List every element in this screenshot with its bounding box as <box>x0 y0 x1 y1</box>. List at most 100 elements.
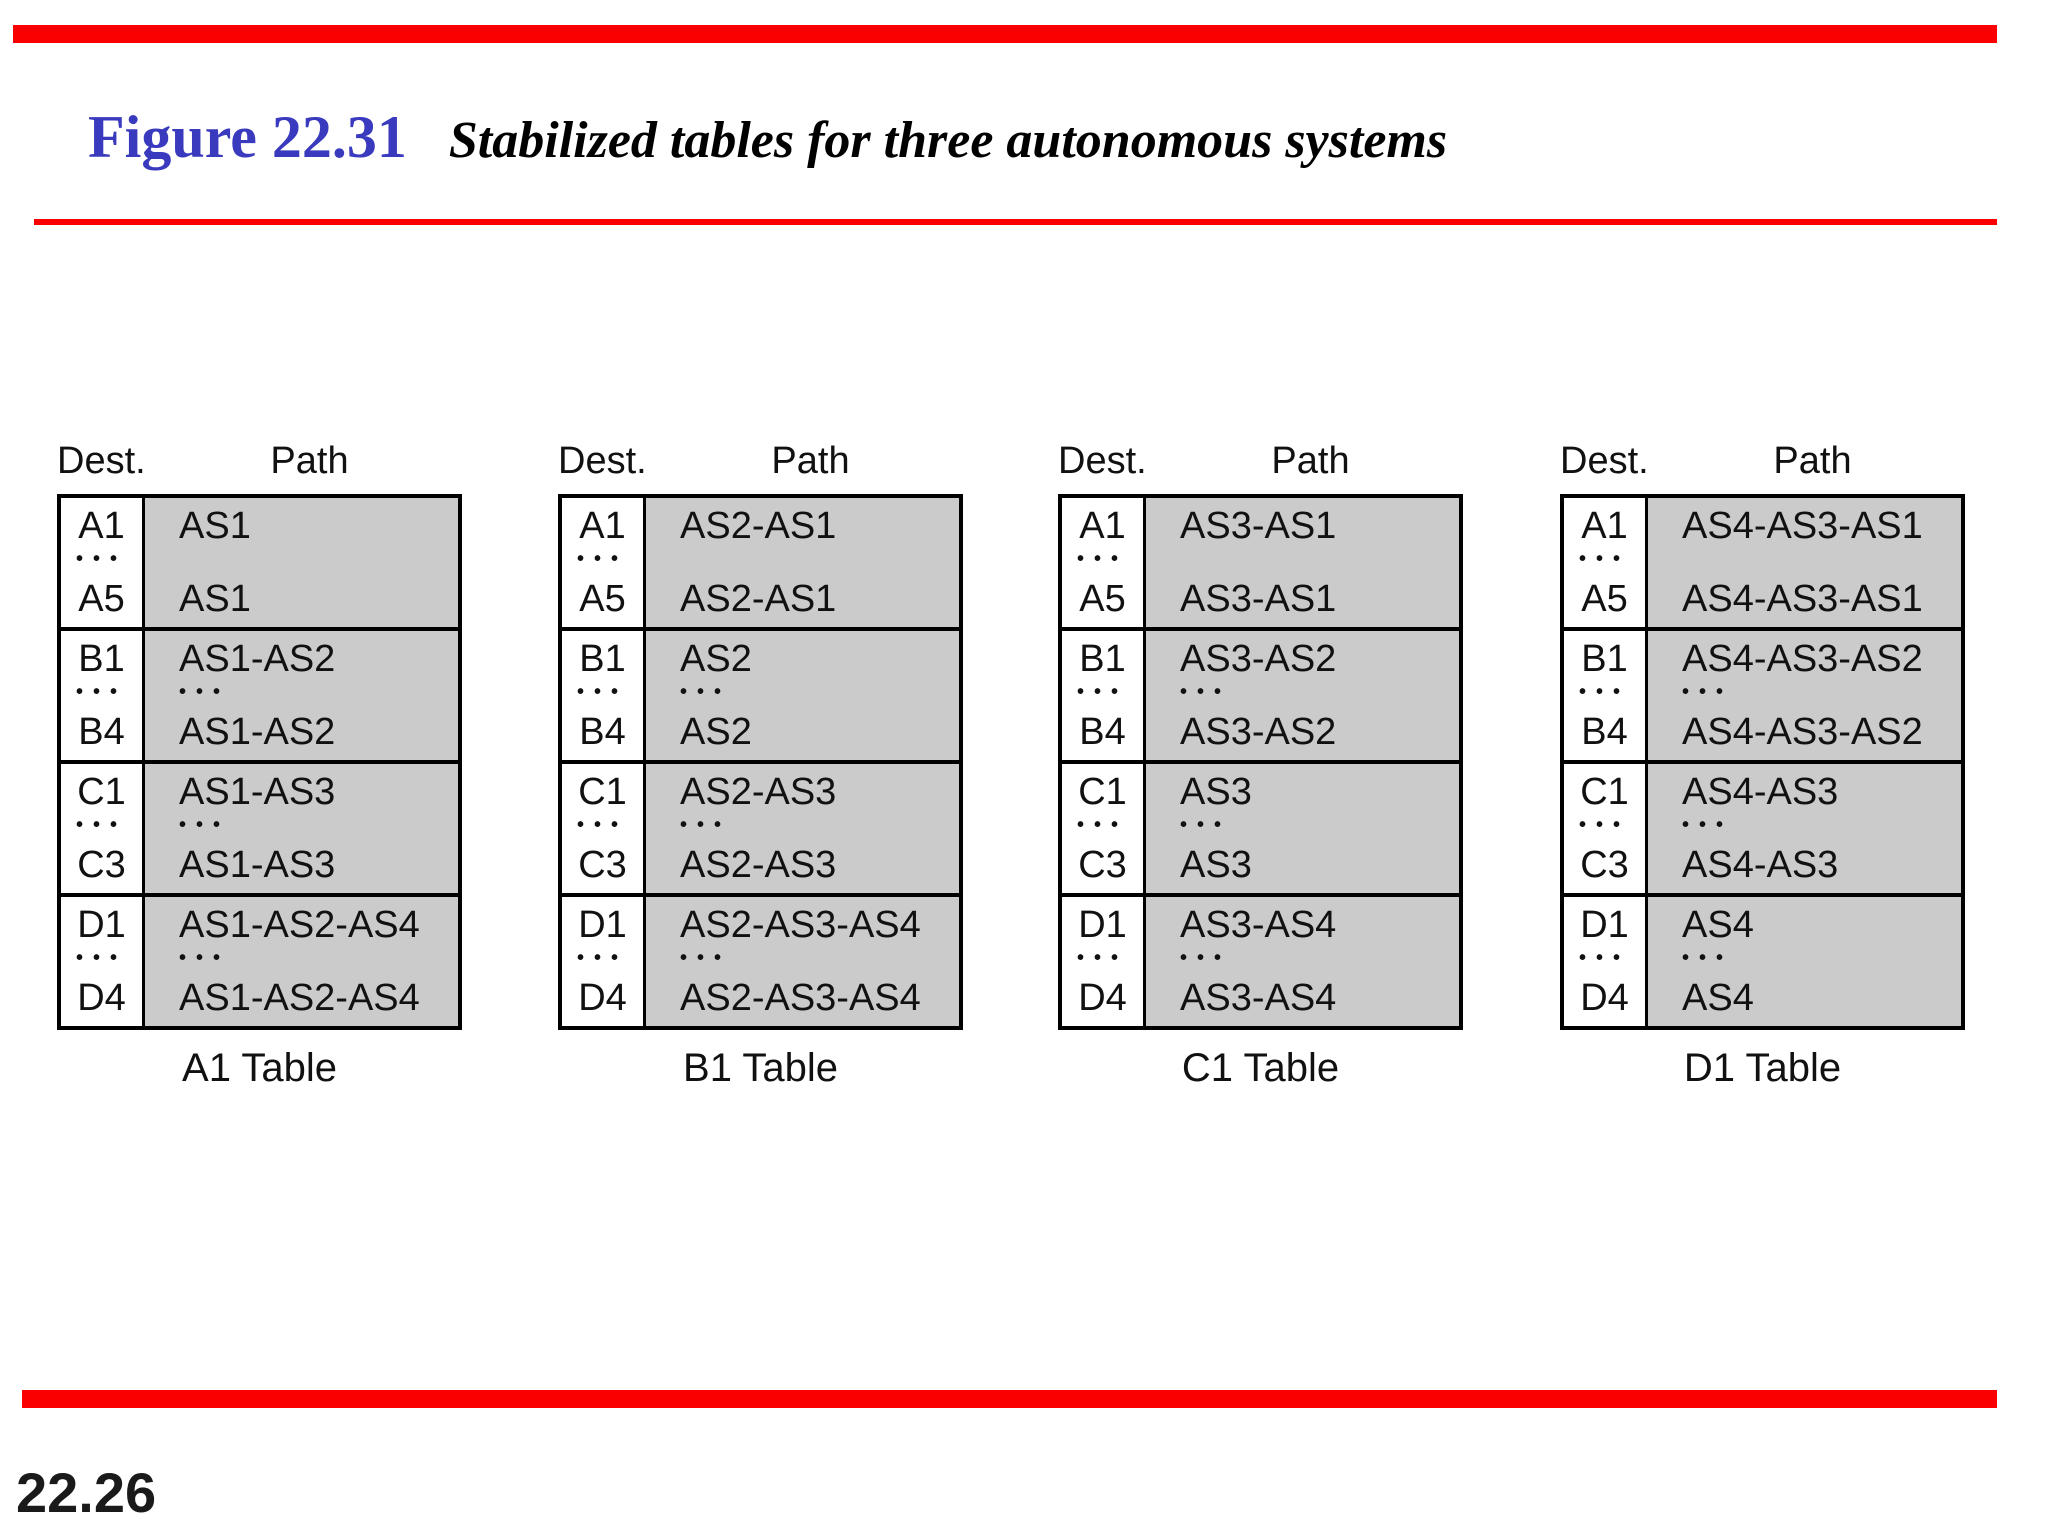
ellipsis-dots: ••• <box>1682 813 1734 836</box>
path-value: AS4-AS3-AS1 <box>1682 577 1923 620</box>
dest-cell: B1 ••• B4 <box>1564 631 1648 760</box>
section-b: B1 ••• B4 AS4-AS3-AS2 ••• AS4-AS3-AS2 <box>1564 627 1961 760</box>
path-value: AS3-AS1 <box>1180 577 1337 620</box>
dest-column-header: Dest. <box>57 440 146 482</box>
dest-range-end: B4 <box>1079 710 1126 753</box>
path-cell: AS4-AS3-AS2 ••• AS4-AS3-AS2 <box>1648 631 1961 760</box>
table-caption: B1 Table <box>683 1046 838 1090</box>
path-cell: AS2-AS3 ••• AS2-AS3 <box>646 764 959 893</box>
title-underline-rule <box>34 219 1997 225</box>
dest-cell: C1 ••• C3 <box>562 764 646 893</box>
ellipsis-dots: ••• <box>576 946 628 969</box>
table-header-row: Dest. Path <box>1560 436 1965 486</box>
dest-cell: A1 ••• A5 <box>1062 498 1146 627</box>
path-cell: AS1 AS1 <box>145 498 458 627</box>
ellipsis-dots: ••• <box>179 813 231 836</box>
path-cell: AS2-AS3-AS4 ••• AS2-AS3-AS4 <box>646 897 959 1026</box>
ellipsis-dots: ••• <box>680 680 732 703</box>
dest-range-start: B1 <box>579 637 626 680</box>
dest-range-start: C1 <box>1078 770 1127 813</box>
dest-range-end: A5 <box>579 577 626 620</box>
dest-range-start: D1 <box>77 903 126 946</box>
ellipsis-dots: ••• <box>1180 813 1232 836</box>
path-value: AS1-AS3 <box>179 843 336 886</box>
path-value: AS4-AS3-AS2 <box>1682 637 1923 680</box>
table-header-row: Dest. Path <box>57 436 462 486</box>
path-column-header: Path <box>771 440 850 482</box>
ellipsis-dots: ••• <box>75 547 127 570</box>
section-d: D1 ••• D4 AS4 ••• AS4 <box>1564 893 1961 1026</box>
dest-cell: D1 ••• D4 <box>562 897 646 1026</box>
path-value: AS2-AS3-AS4 <box>680 976 921 1019</box>
ellipsis-dots: ••• <box>1180 680 1232 703</box>
path-value: AS1-AS2 <box>179 637 336 680</box>
dest-cell: D1 ••• D4 <box>1564 897 1648 1026</box>
ellipsis-dots: ••• <box>1578 946 1630 969</box>
ellipsis-dots: ••• <box>179 680 231 703</box>
dest-range-start: C1 <box>77 770 126 813</box>
dest-cell: D1 ••• D4 <box>1062 897 1146 1026</box>
path-value: AS4-AS3-AS1 <box>1682 504 1923 547</box>
path-value: AS3 <box>1180 770 1252 813</box>
section-a: A1 ••• A5 AS2-AS1 AS2-AS1 <box>562 498 959 627</box>
dest-range-end: C3 <box>578 843 627 886</box>
ellipsis-dots: ••• <box>1076 813 1128 836</box>
path-cell: AS4 ••• AS4 <box>1648 897 1961 1026</box>
top-red-bar <box>13 25 1997 43</box>
dest-cell: C1 ••• C3 <box>1062 764 1146 893</box>
ellipsis-dots: ••• <box>75 813 127 836</box>
dest-range-end: D4 <box>1078 976 1127 1019</box>
bottom-red-bar <box>22 1390 1997 1408</box>
figure-caption: Stabilized tables for three autonomous s… <box>448 112 1448 169</box>
table-body: A1 ••• A5 AS4-AS3-AS1 AS4-AS3-AS1 B1 •••… <box>1560 494 1965 1030</box>
path-cell: AS3 ••• AS3 <box>1146 764 1459 893</box>
path-cell: AS1-AS2 ••• AS1-AS2 <box>145 631 458 760</box>
table-header-row: Dest. Path <box>558 436 963 486</box>
section-a: A1 ••• A5 AS4-AS3-AS1 AS4-AS3-AS1 <box>1564 498 1961 627</box>
path-value: AS3-AS2 <box>1180 637 1337 680</box>
section-b: B1 ••• B4 AS1-AS2 ••• AS1-AS2 <box>61 627 458 760</box>
section-a: A1 ••• A5 AS1 AS1 <box>61 498 458 627</box>
dest-cell: A1 ••• A5 <box>61 498 145 627</box>
dest-cell: C1 ••• C3 <box>61 764 145 893</box>
path-value: AS2 <box>680 637 752 680</box>
path-column-header: Path <box>1271 440 1350 482</box>
dest-cell: D1 ••• D4 <box>61 897 145 1026</box>
ellipsis-dots: ••• <box>179 946 231 969</box>
section-c: C1 ••• C3 AS1-AS3 ••• AS1-AS3 <box>61 760 458 893</box>
dest-range-start: B1 <box>1581 637 1628 680</box>
dest-cell: B1 ••• B4 <box>562 631 646 760</box>
ellipsis-dots: ••• <box>1682 946 1734 969</box>
path-value: AS2-AS1 <box>680 577 837 620</box>
dest-range-end: C3 <box>1580 843 1629 886</box>
dest-cell: C1 ••• C3 <box>1564 764 1648 893</box>
dest-range-end: C3 <box>77 843 126 886</box>
section-d: D1 ••• D4 AS3-AS4 ••• AS3-AS4 <box>1062 893 1459 1026</box>
path-cell: AS2-AS1 AS2-AS1 <box>646 498 959 627</box>
ellipsis-dots: ••• <box>1578 680 1630 703</box>
dest-column-header: Dest. <box>1560 440 1649 482</box>
dest-column-header: Dest. <box>1058 440 1147 482</box>
path-cell: AS1-AS2-AS4 ••• AS1-AS2-AS4 <box>145 897 458 1026</box>
dest-range-start: D1 <box>1580 903 1629 946</box>
dest-cell: A1 ••• A5 <box>562 498 646 627</box>
path-value: AS4 <box>1682 976 1754 1019</box>
dest-range-end: B4 <box>78 710 125 753</box>
ellipsis-dots: ••• <box>1682 680 1734 703</box>
table-body: A1 ••• A5 AS3-AS1 AS3-AS1 B1 ••• B4 AS3-… <box>1058 494 1463 1030</box>
path-cell: AS1-AS3 ••• AS1-AS3 <box>145 764 458 893</box>
figure-number: Figure 22.31 <box>88 104 407 170</box>
table-caption: D1 Table <box>1683 1046 1842 1090</box>
ellipsis-dots: ••• <box>576 547 628 570</box>
path-value: AS4-AS3-AS2 <box>1682 710 1923 753</box>
path-value: AS2-AS3-AS4 <box>680 903 921 946</box>
path-value: AS1 <box>179 504 251 547</box>
dest-range-end: B4 <box>579 710 626 753</box>
section-d: D1 ••• D4 AS2-AS3-AS4 ••• AS2-AS3-AS4 <box>562 893 959 1026</box>
path-value: AS1-AS3 <box>179 770 336 813</box>
path-value: AS1-AS2 <box>179 710 336 753</box>
path-cell: AS3-AS1 AS3-AS1 <box>1146 498 1459 627</box>
dest-range-end: B4 <box>1581 710 1628 753</box>
path-cell: AS2 ••• AS2 <box>646 631 959 760</box>
